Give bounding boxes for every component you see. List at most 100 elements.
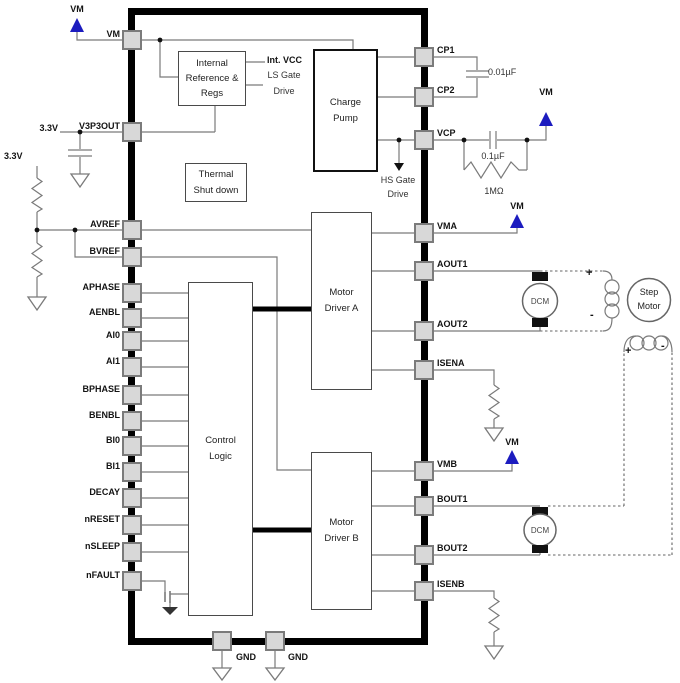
pin-label-nsleep: nSLEEP xyxy=(84,541,120,551)
pin-square-isena xyxy=(414,360,434,380)
vcp-resistor-value: 1MΩ xyxy=(484,186,504,196)
block-line: Regs xyxy=(200,88,224,99)
pin-label-aout1: AOUT1 xyxy=(437,259,468,269)
int-vcc-label: Int. VCC xyxy=(267,55,302,65)
vm-arrow-icons xyxy=(70,18,553,464)
pin-label-gnd1: GND xyxy=(236,652,256,662)
pin-square-nreset xyxy=(122,515,142,535)
wires xyxy=(30,32,547,668)
pin-label-vm: VM xyxy=(106,29,121,39)
ls-gate-label-2: Drive xyxy=(273,86,295,96)
pin-label-ai1: AI1 xyxy=(105,356,120,366)
pin-label-vmb: VMB xyxy=(437,459,457,469)
winding-b-coil-icon xyxy=(623,335,673,353)
pin-label-cp2: CP2 xyxy=(437,85,455,95)
ls-gate-label-1: LS Gate xyxy=(267,70,301,80)
control-bus-lines xyxy=(253,306,311,533)
hs-gate-label-1: HS Gate xyxy=(380,175,416,185)
pin-square-nsleep xyxy=(122,542,142,562)
pin-label-bphase: BPHASE xyxy=(82,384,120,394)
vm-label-vma: VM xyxy=(510,201,524,211)
cp-capacitor-value: 0.01µF xyxy=(488,67,517,77)
pin-label-bi0: BI0 xyxy=(105,435,120,445)
mosfet-ground-icon xyxy=(162,607,178,615)
step-motor-label-2: Motor xyxy=(637,301,661,311)
step-motor-icon xyxy=(626,277,672,323)
pin-label-nreset: nRESET xyxy=(84,514,120,524)
pin-label-isena: ISENA xyxy=(437,358,465,368)
pin-square-bout1 xyxy=(414,496,434,516)
pin-square-vm xyxy=(122,30,142,50)
pin-square-decay xyxy=(122,488,142,508)
block-line: Logic xyxy=(209,451,232,462)
stepper-winding-dashed-wires xyxy=(540,270,673,556)
pin-square-vma xyxy=(414,223,434,243)
pin-square-ai0 xyxy=(122,331,142,351)
block-line: Driver A xyxy=(324,303,359,314)
pin-label-aphase: APHASE xyxy=(82,282,120,292)
pin-label-benbl: BENBL xyxy=(89,410,120,420)
pin-label-avref: AVREF xyxy=(90,219,120,229)
pin-square-cp1 xyxy=(414,47,434,67)
block-line: Control xyxy=(205,435,236,446)
pin-label-nfault: nFAULT xyxy=(86,570,120,580)
dc-motor-a-label: DCM xyxy=(530,297,550,306)
pin-label-bvref: BVREF xyxy=(89,246,120,256)
pin-square-aout1 xyxy=(414,261,434,281)
block-line: Internal xyxy=(196,58,228,69)
pin-square-bphase xyxy=(122,385,142,405)
pin-label-vma: VMA xyxy=(437,221,457,231)
step-motor-label-1: Step xyxy=(639,287,659,297)
hs-gate-label-2: Drive xyxy=(387,189,409,199)
pin-label-bout1: BOUT1 xyxy=(437,494,468,504)
nfault-mosfet-icon xyxy=(164,591,171,603)
block-line: Reference & xyxy=(185,73,239,84)
pin-label-bout2: BOUT2 xyxy=(437,543,468,553)
block-motor-driver-b: Motor Driver B xyxy=(311,452,372,610)
pin-label-ai0: AI0 xyxy=(105,330,120,340)
pin-square-bout2 xyxy=(414,545,434,565)
pin-label-decay: DECAY xyxy=(89,487,120,497)
pin-label-aenbl: AENBL xyxy=(89,307,120,317)
block-line: Motor xyxy=(329,517,354,528)
block-line: Motor xyxy=(329,287,354,298)
hs-gate-arrow-icon xyxy=(394,163,404,171)
block-internal-reference: Internal Reference & Regs xyxy=(178,51,246,106)
pin-label-gnd2: GND xyxy=(288,652,308,662)
pin-square-bi1 xyxy=(122,462,142,482)
pin-square-ai1 xyxy=(122,357,142,377)
block-thermal-shutdown: Thermal Shut down xyxy=(185,163,247,202)
block-line: Charge xyxy=(329,96,362,108)
winding-a-minus: - xyxy=(590,309,594,321)
dc-motor-b-label: DCM xyxy=(530,526,550,535)
block-line: Shut down xyxy=(193,184,239,196)
pin-label-cp1: CP1 xyxy=(437,45,455,55)
block-line: Thermal xyxy=(198,168,234,180)
v33-label-divider: 3.3V xyxy=(4,151,23,161)
pin-square-v3p3out xyxy=(122,122,142,142)
pin-square-gnd1 xyxy=(212,631,232,651)
pin-label-isenb: ISENB xyxy=(437,579,465,589)
block-motor-driver-a: Motor Driver A xyxy=(311,212,372,390)
pin-square-aenbl xyxy=(122,308,142,328)
vm-label-vcp: VM xyxy=(539,87,553,97)
vm-label-vmb: VM xyxy=(505,437,519,447)
pin-square-benbl xyxy=(122,411,142,431)
pin-square-vcp xyxy=(414,130,434,150)
winding-b-plus: + xyxy=(625,345,632,357)
vm-label-top: VM xyxy=(70,4,84,14)
block-line: Pump xyxy=(333,112,358,124)
pin-square-vmb xyxy=(414,461,434,481)
winding-b-minus: - xyxy=(661,340,665,352)
winding-a-plus: + xyxy=(586,267,593,279)
pin-square-isenb xyxy=(414,581,434,601)
pin-square-gnd2 xyxy=(265,631,285,651)
pin-square-avref xyxy=(122,220,142,240)
pin-square-aout2 xyxy=(414,321,434,341)
pin-label-vcp: VCP xyxy=(437,128,456,138)
pin-square-bvref xyxy=(122,247,142,267)
pin-square-aphase xyxy=(122,283,142,303)
block-line: Driver B xyxy=(324,533,359,544)
